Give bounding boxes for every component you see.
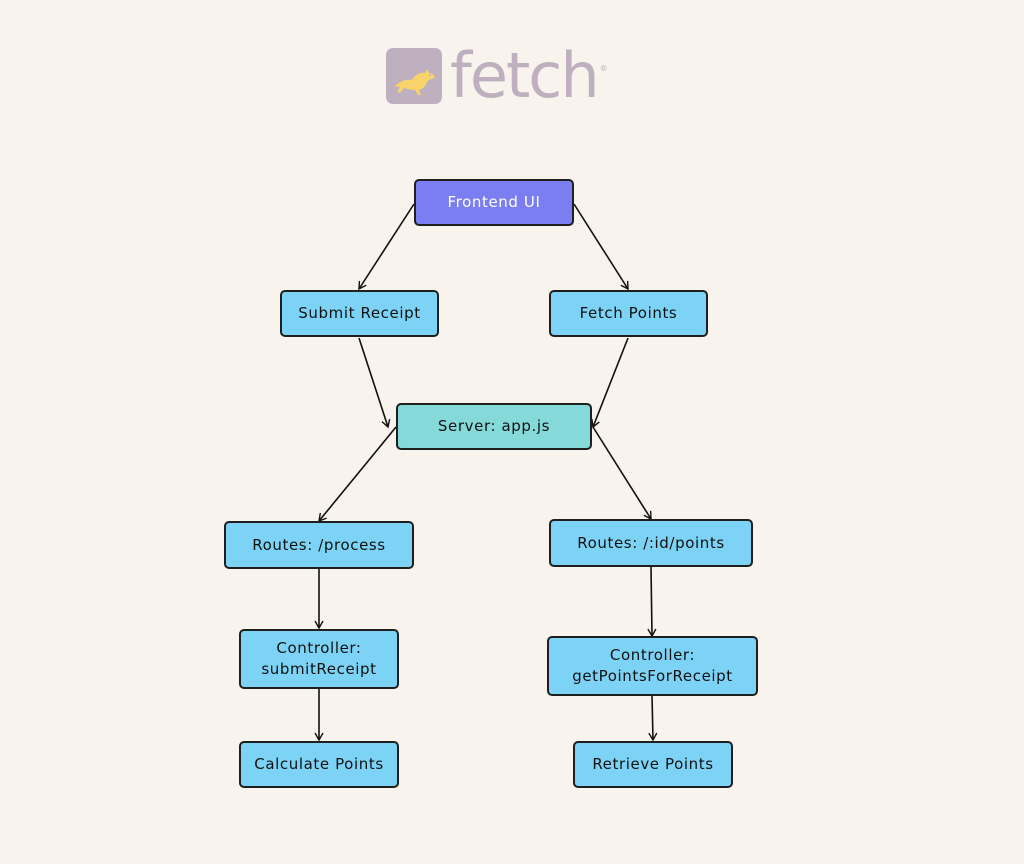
- node-server-label: Server: app.js: [437, 417, 551, 435]
- node-controller-get-points: Controller: getPointsForReceipt: [547, 636, 758, 696]
- node-retrieve-points-label: Retrieve Points: [592, 755, 714, 773]
- node-calculate-points-label: Calculate Points: [254, 755, 384, 773]
- node-routes-process-label: Routes: /process: [252, 535, 386, 554]
- node-routes-points-label: Routes: /:id/points: [577, 533, 725, 552]
- trademark-symbol: ®: [599, 64, 608, 73]
- node-frontend-ui: Frontend UI: [414, 179, 574, 226]
- edge-submit-to-server: [358, 337, 391, 429]
- node-frontend-ui-label: Frontend UI: [447, 193, 541, 211]
- node-routes-process: Routes: /process: [224, 521, 414, 569]
- edge-frontend-to-submit: [358, 203, 415, 291]
- edge-fetch-to-server: [591, 337, 629, 429]
- node-fetch-points-label: Fetch Points: [579, 304, 678, 322]
- node-controller-submit-receipt-line1: Controller:: [276, 639, 362, 657]
- node-server: Server: app.js: [396, 403, 592, 450]
- edge-routes-points-to-controller: [647, 566, 657, 638]
- edge-server-to-routes-points: [592, 426, 652, 521]
- node-submit-receipt: Submit Receipt: [280, 290, 439, 337]
- node-retrieve-points: Retrieve Points: [573, 741, 733, 788]
- dog-icon: [386, 48, 442, 104]
- node-controller-get-points-line1: Controller:: [609, 646, 696, 664]
- node-fetch-points: Fetch Points: [549, 290, 708, 337]
- node-controller-submit-receipt-line2: submitReceipt: [261, 660, 377, 678]
- edge-frontend-to-fetch: [573, 203, 629, 291]
- node-controller-submit-receipt: Controller: submitReceipt: [239, 629, 399, 689]
- node-calculate-points: Calculate Points: [239, 741, 399, 788]
- fetch-logo: fetch ®: [386, 39, 608, 112]
- logo-wordmark: fetch: [450, 39, 600, 112]
- edge-controller-to-retrieve: [648, 694, 658, 742]
- node-routes-points: Routes: /:id/points: [549, 519, 753, 567]
- node-submit-receipt-label: Submit Receipt: [298, 304, 421, 322]
- edge-server-to-routes-process: [318, 426, 397, 523]
- node-controller-get-points-line2: getPointsForReceipt: [572, 667, 733, 685]
